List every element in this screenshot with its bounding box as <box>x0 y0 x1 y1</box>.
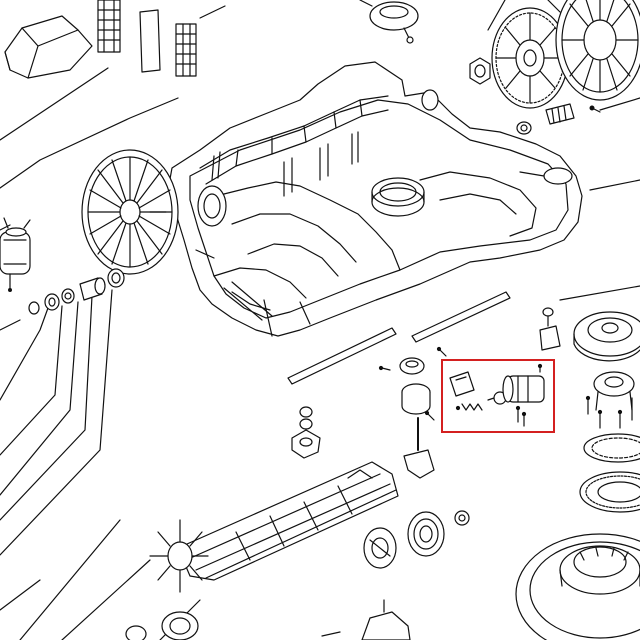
top-knob <box>369 1 419 44</box>
highlight-box <box>441 359 555 433</box>
axle-rod-right <box>411 291 511 343</box>
bearing-washers <box>28 288 75 315</box>
filter-panel <box>139 9 161 73</box>
bushing-small <box>299 406 313 430</box>
bottom-bracket <box>321 599 411 640</box>
rotating-brush <box>177 461 399 581</box>
hex-nut <box>469 57 491 85</box>
motor-bracket <box>449 371 475 397</box>
large-wheel-hub <box>555 0 640 101</box>
axle-rod-left <box>287 327 397 385</box>
drum-roller <box>401 383 431 415</box>
gear-ring-lower <box>407 511 445 557</box>
drive-gear-wheel <box>491 7 569 109</box>
screws <box>378 346 447 421</box>
main-housing <box>167 61 583 337</box>
motor-body <box>502 363 545 403</box>
washer-ring <box>516 121 532 135</box>
pulley-gear <box>399 357 425 375</box>
comb-filter-part <box>97 0 121 53</box>
toothed-ring-right <box>579 471 640 513</box>
screws-right <box>585 395 633 429</box>
highlighted-motor-assembly[interactable] <box>441 359 555 433</box>
ring-gear-right <box>583 433 640 463</box>
motor-screws <box>515 405 527 427</box>
screw-top <box>589 105 601 113</box>
left-spoked-wheel <box>81 149 179 275</box>
spinning-disc <box>515 533 640 640</box>
washer-lower <box>454 510 470 526</box>
left-motor <box>0 217 31 292</box>
turntable-top <box>573 311 640 362</box>
top-cover-plate <box>4 15 93 79</box>
small-gear-lower <box>363 527 397 569</box>
bottom-caster <box>125 611 199 640</box>
gear-hub-right <box>593 371 635 411</box>
small-pinion-gear <box>545 103 575 125</box>
wheel-hub-small <box>291 429 321 459</box>
post-connector <box>539 307 561 351</box>
brush-end-cap <box>149 519 209 593</box>
motor-spring <box>455 403 483 411</box>
grille-part <box>175 23 197 77</box>
axle-bushing <box>79 268 125 301</box>
brush-bracket <box>403 417 435 479</box>
